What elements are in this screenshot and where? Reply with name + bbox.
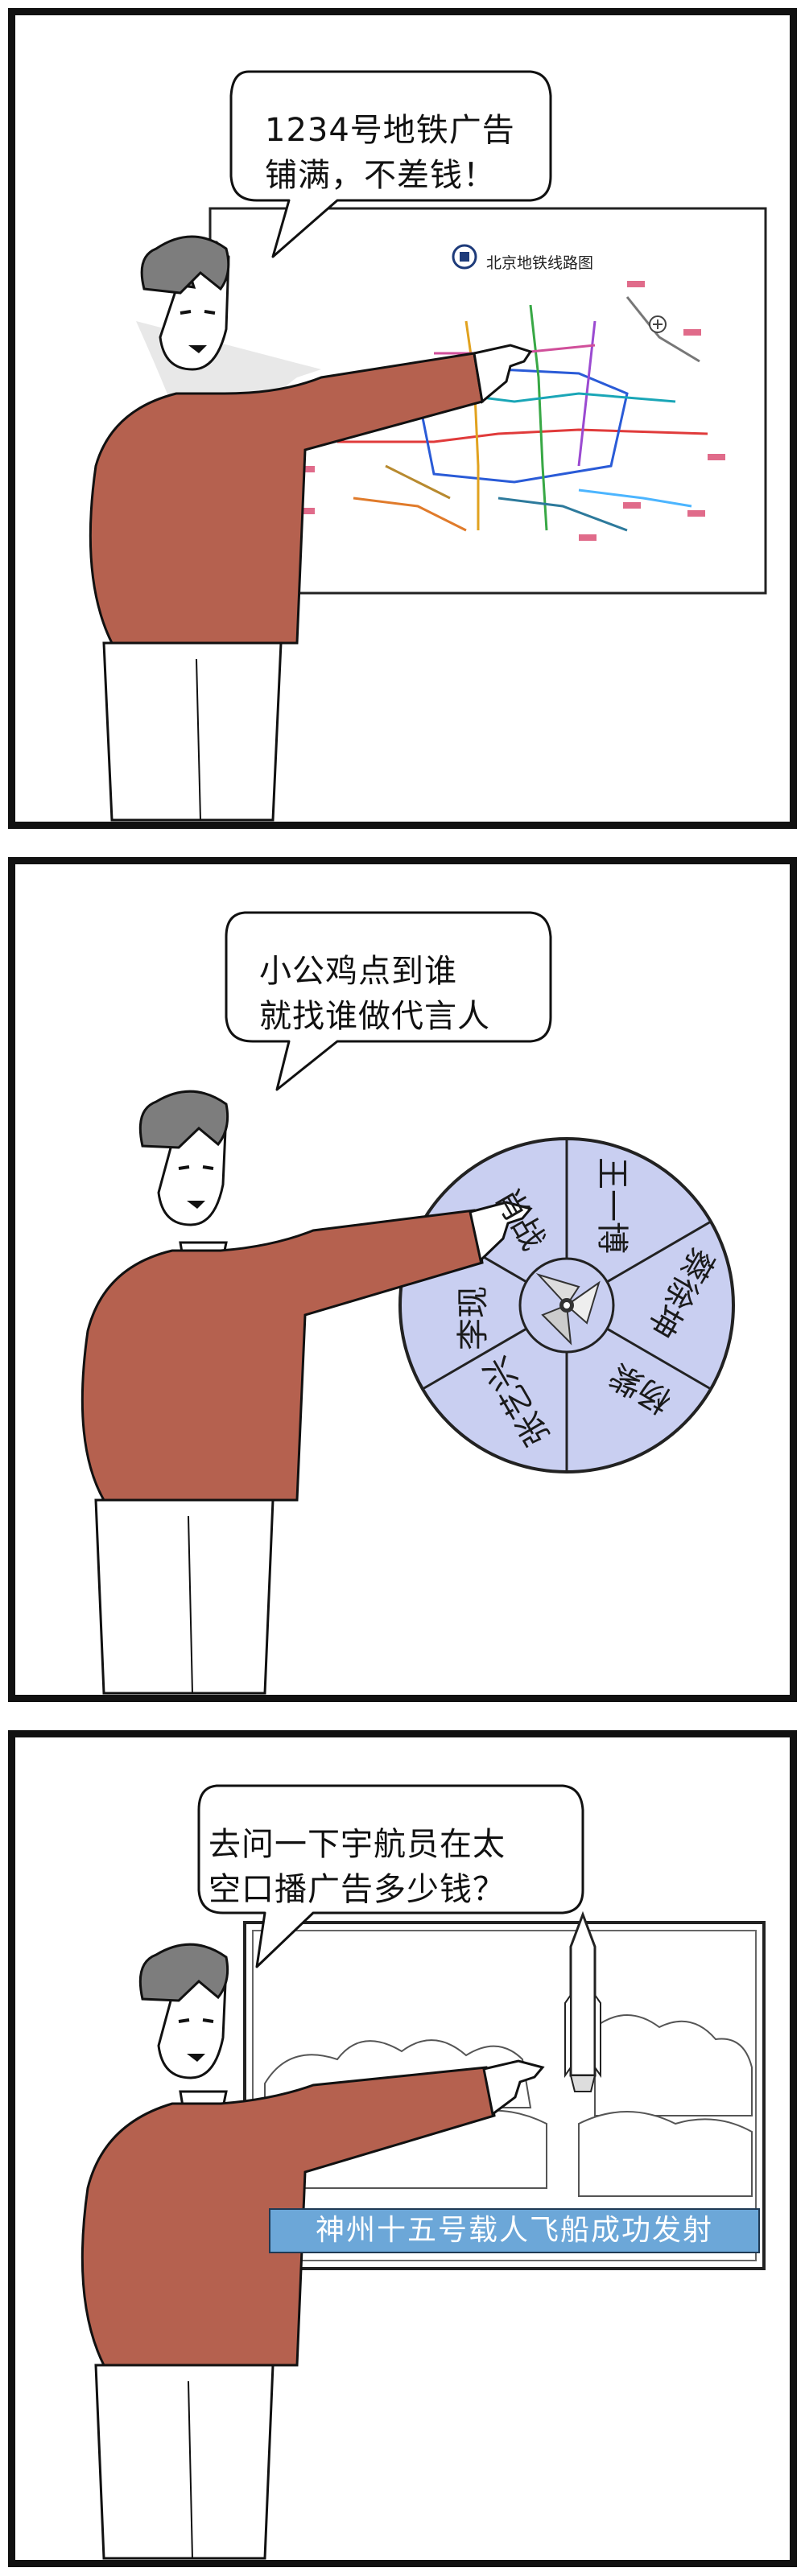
man-character-2 — [80, 1090, 533, 1695]
wheel-label-li-xian: 李现 — [455, 1286, 492, 1350]
news-banner: 神州十五号载人飞船成功发射 — [269, 2208, 760, 2253]
speech-bubble-2-text: 小公鸡点到谁 就找谁做代言人 — [259, 953, 490, 1035]
speech-bubble-1-text: 1234号地铁广告 铺满，不差钱！ — [265, 112, 515, 194]
speech-bubble-2 — [225, 911, 552, 1091]
panel-2-illustration — [80, 911, 735, 1695]
wheel-label-wang-yibo: 王一博 — [593, 1157, 630, 1254]
map-title: 北京地铁线路图 — [486, 254, 594, 272]
comic-panel-1: 北京地铁线路图 1234号地铁广告 铺满，不差钱！ — [8, 8, 797, 829]
comic-panel-2: 小公鸡点到谁 就找谁做代言人 王一博 蔡徐坤 杨紫 张艺兴 李现 肖战 — [8, 857, 797, 1702]
comic-panel-3: 去问一下宇航员在太 空口播广告多少钱？ 神州十五号载人飞船成功发射 — [8, 1730, 797, 2567]
rocket-icon — [564, 1910, 601, 2092]
speech-bubble-3 — [197, 1784, 584, 1968]
pinwheel-pointer-icon — [535, 1272, 601, 1346]
airport-icon — [649, 315, 667, 333]
panel-1-illustration — [89, 70, 767, 822]
station-labels — [297, 281, 725, 541]
speech-bubble-3-text: 去问一下宇航员在太 空口播广告多少钱？ — [208, 1826, 506, 1908]
speech-bubble-1 — [229, 70, 552, 258]
subway-logo-icon — [452, 244, 477, 270]
man-character-1 — [89, 235, 533, 822]
